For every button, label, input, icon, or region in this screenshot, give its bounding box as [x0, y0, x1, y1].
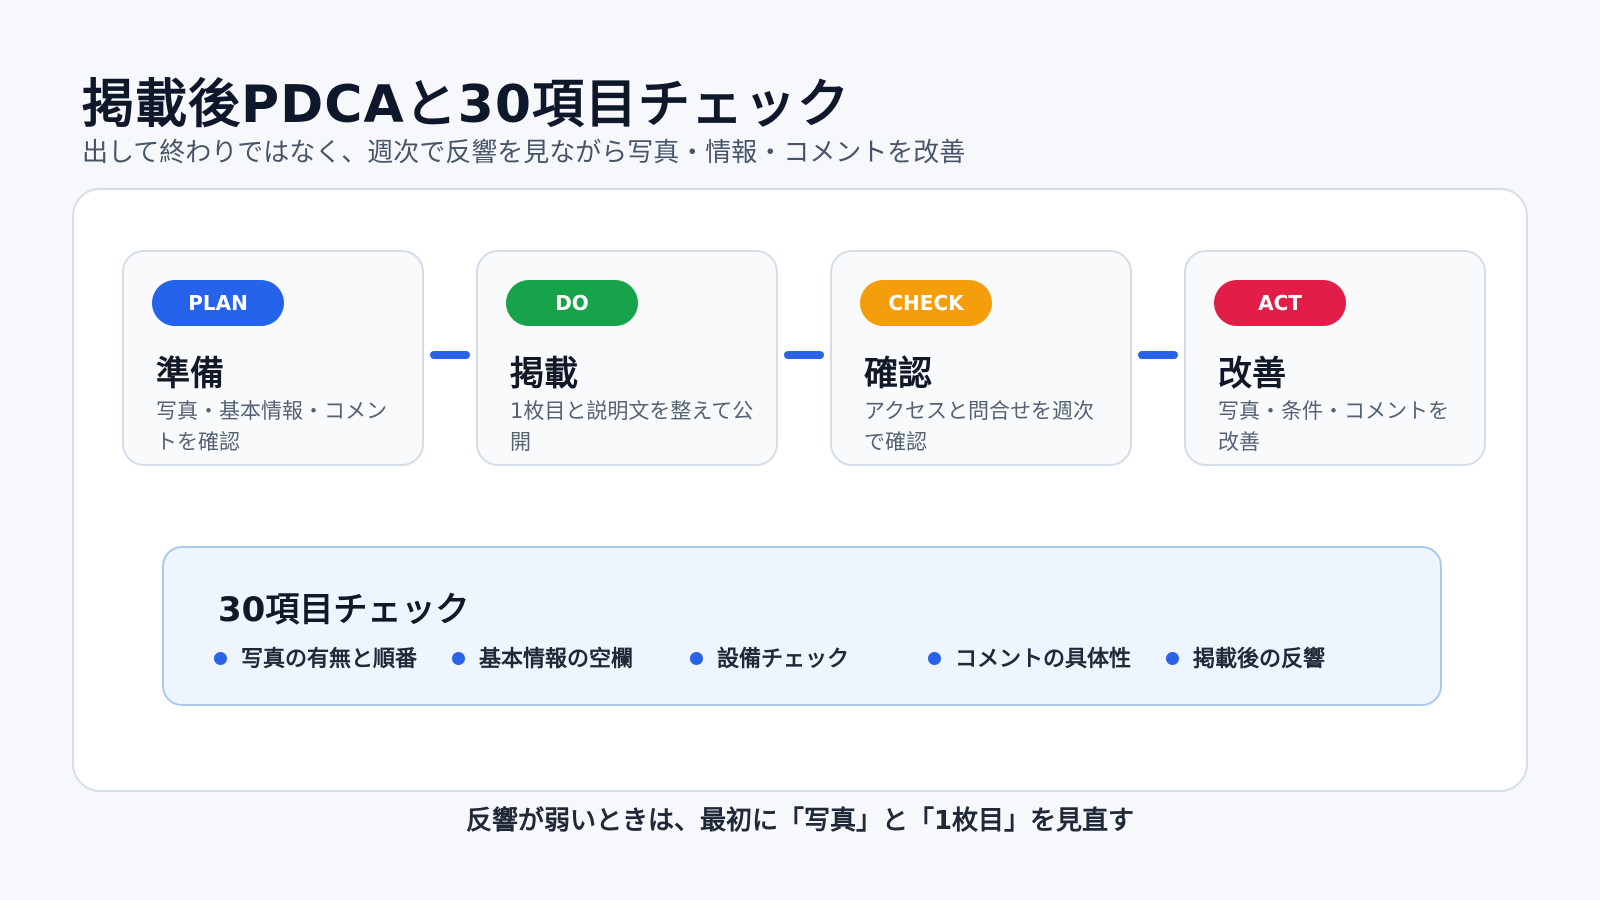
- step-title-act: 改善: [1218, 354, 1286, 394]
- step-card-act: ACT 改善 写真・条件・コメントを改善: [1184, 250, 1486, 466]
- step-description-do: 1枚目と説明文を整えて公開: [510, 399, 754, 454]
- step-tag-act: ACT: [1214, 280, 1346, 326]
- flow-connector: [784, 351, 824, 359]
- step-description-check: アクセスと問合せを週次で確認: [864, 399, 1094, 454]
- step-tag-do: DO: [506, 280, 638, 326]
- step-title-plan: 準備: [156, 354, 224, 394]
- step-tag-check: CHECK: [860, 280, 992, 326]
- step-description-act: 写真・条件・コメントを改善: [1218, 399, 1449, 454]
- flow-connector: [1138, 351, 1178, 359]
- step-tag-plan: PLAN: [152, 280, 284, 326]
- checklist-item-label: 写真の有無と順番: [241, 647, 418, 672]
- bullet-dot-icon: [1166, 652, 1179, 665]
- flow-connector: [430, 351, 470, 359]
- pdca-panel: PLAN 準備 写真・基本情報・コメントを確認 DO 掲載 1枚目と説明文を整え…: [72, 188, 1528, 792]
- checklist-item-label: 設備チェック: [717, 647, 850, 672]
- bullet-dot-icon: [452, 652, 465, 665]
- checklist-title: 30項目チェック: [218, 590, 470, 630]
- step-card-do: DO 掲載 1枚目と説明文を整えて公開: [476, 250, 778, 466]
- step-card-plan: PLAN 準備 写真・基本情報・コメントを確認: [122, 250, 424, 466]
- checklist-box: 30項目チェック 写真の有無と順番 基本情報の空欄 設備チェック コメントの具体…: [162, 546, 1442, 706]
- step-title-do: 掲載: [510, 354, 578, 394]
- bullet-dot-icon: [928, 652, 941, 665]
- step-card-check: CHECK 確認 アクセスと問合せを週次で確認: [830, 250, 1132, 466]
- step-title-check: 確認: [864, 354, 932, 394]
- bullet-dot-icon: [214, 652, 227, 665]
- checklist-item-label: 基本情報の空欄: [479, 647, 634, 672]
- checklist-item-label: 掲載後の反響: [1193, 647, 1326, 672]
- page-title: 掲載後PDCAと30項目チェック: [82, 75, 851, 135]
- bullet-dot-icon: [690, 652, 703, 665]
- checklist-item-label: コメントの具体性: [955, 647, 1132, 672]
- footer-note: 反響が弱いときは、最初に「写真」と「1枚目」を見直す: [465, 806, 1135, 836]
- page-subtitle: 出して終わりではなく、週次で反響を見ながら写真・情報・コメントを改善: [82, 138, 966, 168]
- step-description-plan: 写真・基本情報・コメントを確認: [156, 399, 387, 454]
